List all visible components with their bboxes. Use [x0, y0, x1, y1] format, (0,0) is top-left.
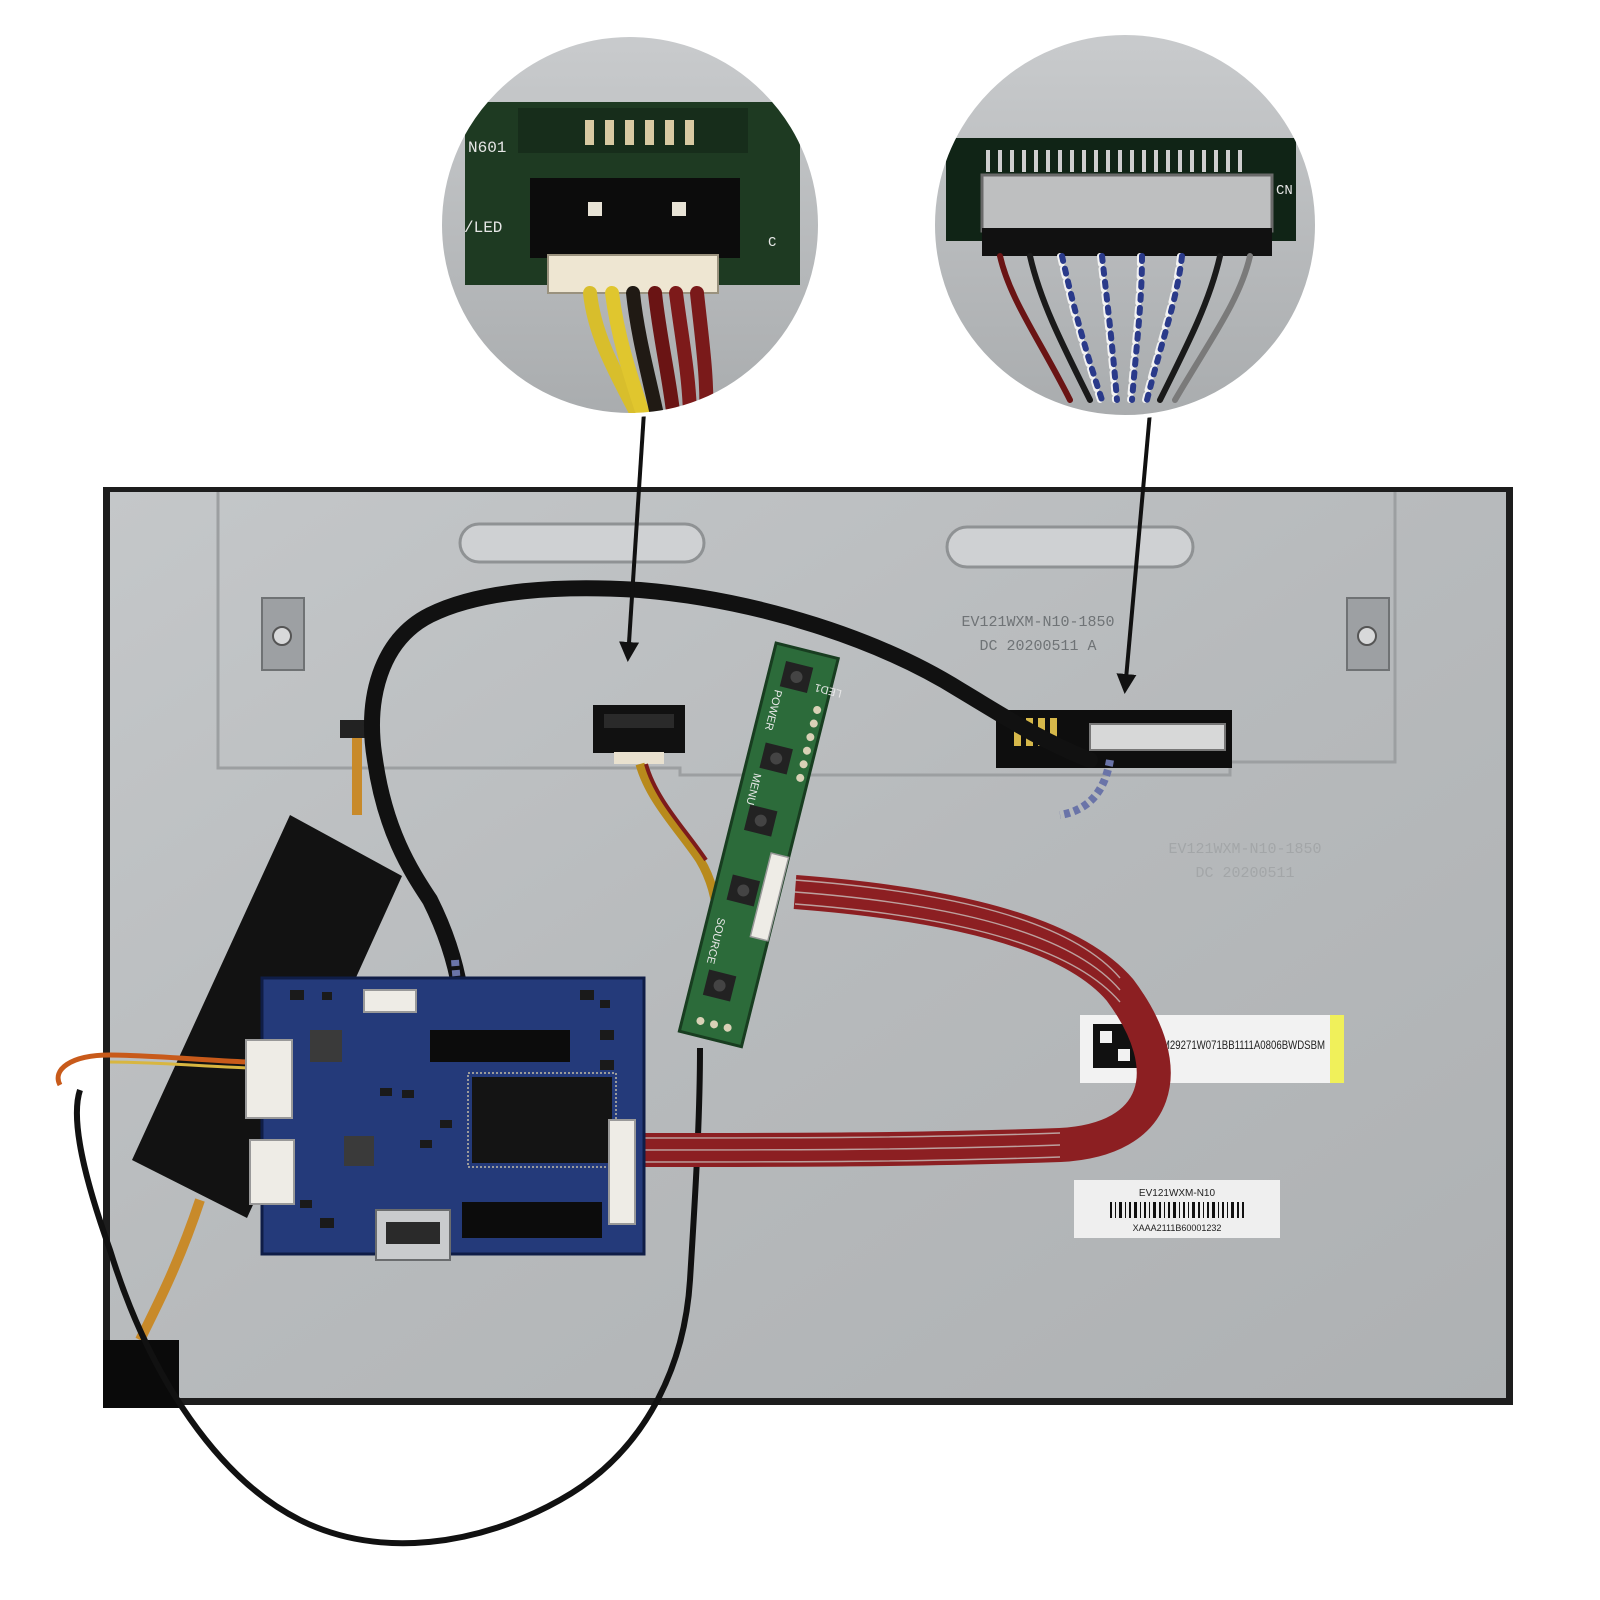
inset-silk-ref: N601 [468, 139, 506, 157]
driver-board [245, 976, 646, 1261]
screw-icon [1357, 626, 1377, 646]
keypad-board: LED1 POWER MENU SOURCE [677, 641, 843, 1049]
inset-silk-led: /LED [464, 219, 502, 237]
arrow-lvds [1116, 411, 1152, 694]
menu-button[interactable] [759, 742, 793, 775]
panel-model-stamp-faded: EV121WXM-N10-1850 [1168, 841, 1321, 858]
power-button[interactable] [779, 660, 814, 693]
barcode-number-text: XAAA2111B60001232 [1133, 1223, 1222, 1233]
pin-header-bottom [462, 1202, 602, 1238]
lvds-cable [364, 580, 1098, 998]
qr-sticker: EWXM29271W071BB1111A0806BWDSBM [1080, 1015, 1344, 1083]
inset-connector-housing [530, 178, 740, 258]
ribbon-connector [608, 1119, 636, 1225]
inductor [310, 1030, 342, 1062]
main-controller-chip [472, 1077, 612, 1163]
backlight-output-connector [363, 989, 417, 1013]
smd-components [290, 990, 614, 1228]
hdmi-port [375, 1209, 451, 1261]
keypad-connector [249, 1139, 295, 1205]
keypad-cable [73, 1047, 703, 1547]
inset-pins [986, 150, 1242, 172]
backlight-connector [593, 705, 685, 764]
panel-model-stamp: EV121WXM-N10-1850 [961, 614, 1114, 631]
screw-icon [272, 626, 292, 646]
zoom-inset-backlight: N601 /LED C [438, 33, 822, 417]
source-button[interactable] [702, 969, 737, 1002]
solder-pads [696, 705, 822, 1032]
qr-label-text: EWXM29271W071BB1111A0806BWDSBM [1140, 1038, 1325, 1052]
panel-tab-outline [216, 492, 1397, 777]
pin-header-top [430, 1030, 570, 1062]
model-sticker: EV121WXM-N10 XAAA2111B60001232 [1074, 1180, 1280, 1238]
power-connector [245, 1039, 293, 1119]
screw-bracket-right [1346, 597, 1390, 671]
zoom-inset-lvds: CN [931, 31, 1319, 419]
panel-slot-right [945, 525, 1195, 569]
ribbon-stripes [639, 879, 1121, 1163]
backlight-wire-red [644, 763, 708, 862]
panel-slot-left [458, 522, 706, 564]
barcode-icon [1110, 1202, 1244, 1218]
down-button[interactable] [726, 874, 761, 907]
inductor [344, 1136, 374, 1166]
model-label-text: EV121WXM-N10 [1139, 1188, 1216, 1199]
screw-bracket-left [261, 597, 305, 671]
panel-corner-block [103, 1340, 179, 1408]
inset-silk-c: C [768, 235, 776, 251]
panel-date-stamp-faded: DC 20200511 [1195, 865, 1294, 882]
adjust-button[interactable] [743, 804, 778, 837]
inset-pins [585, 120, 694, 145]
inset-silk-cn: CN [1276, 183, 1293, 199]
power-wires [55, 1052, 249, 1087]
keypad-ribbon-socket [749, 852, 790, 942]
power-wire-yellow [109, 1060, 249, 1070]
panel-date-stamp: DC 20200511 A [979, 638, 1096, 655]
inset-lvds-housing [980, 173, 1274, 233]
touch-flex-cable [135, 735, 362, 1343]
arrow-backlight [619, 411, 646, 662]
inset-twisted-wires [997, 253, 1253, 403]
